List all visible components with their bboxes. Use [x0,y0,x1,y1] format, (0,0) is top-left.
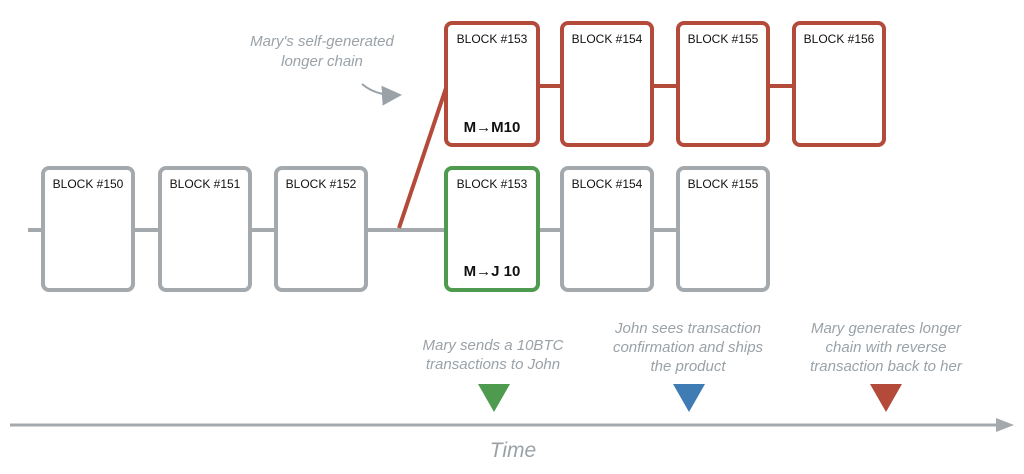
event-mary-reverses: Mary generates longer chain with reverse… [810,320,963,412]
caption-line: Mary's self-generated [250,33,394,50]
main-chain: BLOCK #150 BLOCK #151 BLOCK #152 [41,166,368,292]
honest-chain: BLOCK #153 M→J 10 BLOCK #154 BLOCK #155 [444,166,770,292]
event-mary-sends: Mary sends a 10BTC transactions to John [423,337,564,412]
transaction-label: M→J 10 [464,263,521,280]
block-150 [41,166,135,292]
blue-triangle-marker-icon [673,384,705,412]
caption-line: the product [650,358,726,375]
block-156-attacker [792,21,886,147]
block-155-honest [676,166,770,292]
block-151 [158,166,252,292]
block-label: BLOCK #153 [457,32,528,46]
caption-line: transactions to John [426,356,560,373]
block-label: BLOCK #150 [53,177,124,191]
caption-line: confirmation and ships [613,339,764,356]
caption-line: Mary sends a 10BTC [423,337,564,354]
fork-line [397,87,448,229]
block-154-honest [560,166,654,292]
caption-line: Mary generates longer [811,320,962,337]
block-label: BLOCK #155 [688,177,759,191]
transaction-label: M→M10 [464,119,521,136]
timeline-events: Mary sends a 10BTC transactions to John … [423,320,963,412]
block-152 [274,166,368,292]
time-axis: Time [10,418,1014,462]
block-155-attacker [676,21,770,147]
block-153-honest [444,166,540,292]
time-axis-arrowhead-icon [996,418,1014,432]
red-triangle-marker-icon [870,384,902,412]
attacker-chain-links [397,84,794,229]
attacker-caption: Mary's self-generated longer chain [250,33,402,106]
caption-line: longer chain [281,53,363,70]
block-153-attacker [444,21,540,147]
attacker-chain: BLOCK #153 M→M10 BLOCK #154 BLOCK #155 B… [444,21,886,147]
event-john-ships: John sees transaction confirmation and s… [613,320,764,412]
block-label: BLOCK #152 [286,177,357,191]
caption-line: transaction back to her [810,358,963,375]
caption-line: John sees transaction [614,320,761,337]
block-label: BLOCK #154 [572,177,643,191]
green-triangle-marker-icon [478,384,510,412]
block-label: BLOCK #155 [688,32,759,46]
block-label: BLOCK #156 [804,32,875,46]
block-label: BLOCK #151 [170,177,241,191]
block-154-attacker [560,21,654,147]
block-label: BLOCK #154 [572,32,643,46]
time-axis-label: Time [490,439,536,462]
curved-arrow-icon [361,83,402,106]
caption-line: chain with reverse [826,339,947,356]
block-label: BLOCK #153 [457,177,528,191]
